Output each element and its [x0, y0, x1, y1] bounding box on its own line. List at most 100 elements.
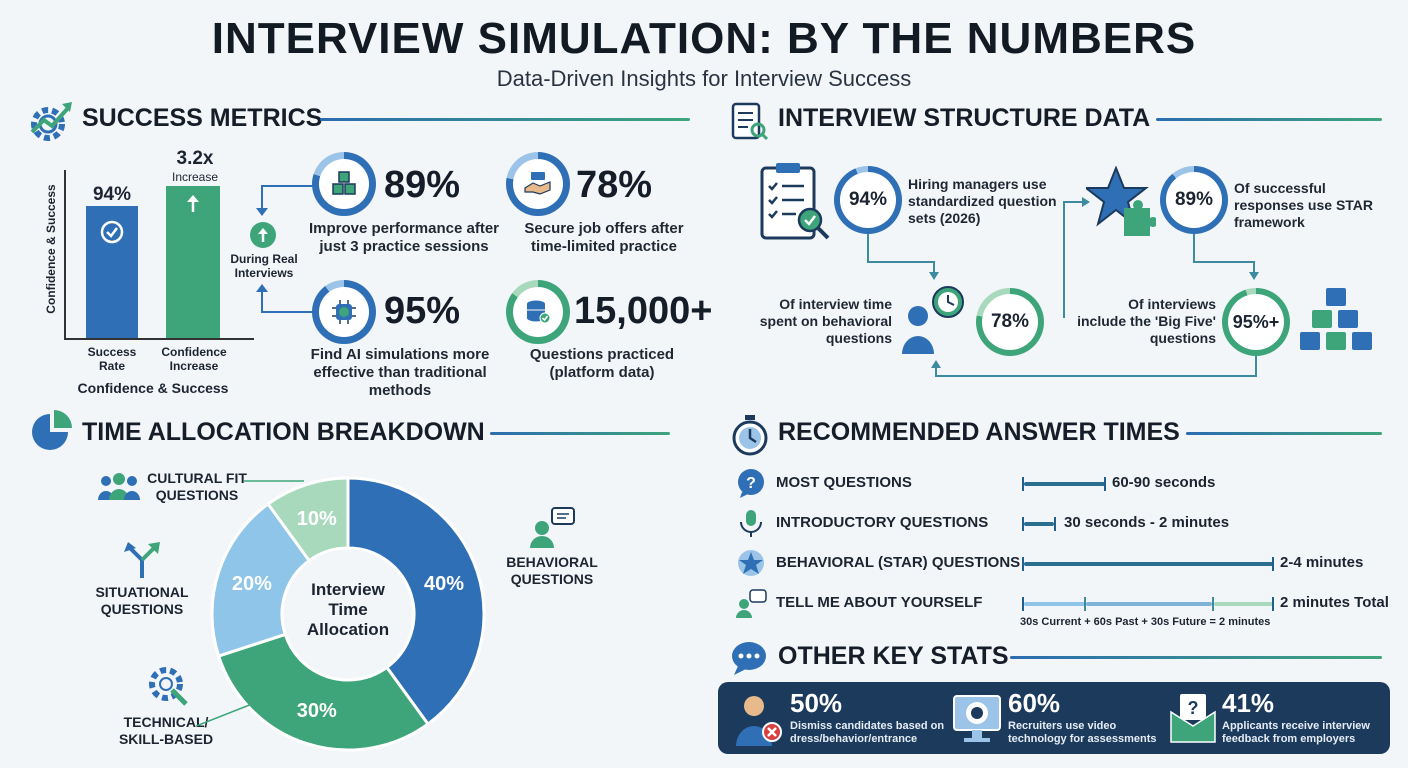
- up-circle-icon: [250, 222, 276, 248]
- answer-value: 2-4 minutes: [1280, 554, 1364, 571]
- donut-slice-cultural-fit: [265, 476, 350, 563]
- gear-growth-icon: [26, 98, 74, 144]
- answer-label: BEHAVIORAL (STAR) QUESTIONS: [776, 554, 1021, 571]
- stat-95-text: Find AI simulations more effective than …: [310, 346, 490, 399]
- structure-78-text: Of interview time spent on behavioral qu…: [759, 296, 892, 346]
- bar-start-tick: [1022, 597, 1024, 611]
- key-stat-value: 41%: [1222, 688, 1275, 718]
- pie-chart-icon: [30, 410, 76, 454]
- answer-row-most: ? MOST QUESTIONS 60-90 seconds: [734, 466, 1394, 498]
- bar-segment-tick: [1084, 597, 1086, 611]
- legend-situational: SITUATIONAL QUESTIONS: [95, 584, 189, 617]
- answer-label: TELL ME ABOUT YOURSELF: [776, 594, 983, 611]
- success-metrics-title: SUCCESS METRICS: [82, 104, 323, 132]
- bar-end-tick: [1272, 557, 1274, 571]
- structure-ring-78: 78%: [976, 288, 1044, 356]
- wrench-gear-icon: [144, 664, 190, 708]
- answer-label: INTRODUCTORY QUESTIONS: [776, 514, 989, 531]
- stat-78-text: Secure job offers after time-limited pra…: [524, 220, 684, 255]
- donut-center-label: Interview Time Allocation: [306, 580, 390, 639]
- bar-end-tick: [1272, 597, 1274, 611]
- page-title: INTERVIEW SIMULATION: BY THE NUMBERS: [211, 14, 1197, 63]
- bar-confidence-label: Confidence Increase: [161, 345, 227, 373]
- key-stat-video: 60% Recruiters use video technology for …: [950, 682, 1170, 754]
- bar-start-tick: [1022, 477, 1024, 491]
- key-stat-value: 60%: [1008, 688, 1061, 718]
- structure-connectors: [867, 197, 1259, 377]
- key-stat-feedback: ? 41% Applicants receive interview feedb…: [1168, 682, 1388, 754]
- svg-text:?: ?: [1188, 698, 1199, 718]
- key-stat-value: 50%: [790, 688, 843, 718]
- mini-chart-y-label: Confidence & Success: [44, 184, 58, 314]
- answer-row-behavioral: BEHAVIORAL (STAR) QUESTIONS 2-4 minutes: [734, 546, 1394, 578]
- stat-15000-value: 15,000+: [574, 290, 713, 332]
- section-divider: [490, 432, 670, 435]
- chat-bubble-icon: [730, 640, 768, 676]
- mini-chart-x-axis: [64, 338, 254, 340]
- structure-ring-89: 89%: [1160, 166, 1228, 234]
- stat-89-value: 89%: [384, 164, 461, 206]
- structure-94-value: 94%: [840, 172, 896, 228]
- stat-78-value: 78%: [576, 164, 653, 206]
- checklist-icon: [728, 100, 770, 142]
- structure-89-text: Of successful responses use STAR framewo…: [1234, 180, 1374, 230]
- structure-94-text: Hiring managers use standardized questio…: [908, 176, 1057, 226]
- blocks-icon: [1298, 286, 1374, 354]
- structure-95-value: 95%+: [1228, 294, 1284, 350]
- clipboard-icon: [756, 160, 832, 244]
- brain-chip-icon: [319, 287, 369, 337]
- legend-cultural-fit: CULTURAL FIT QUESTIONS: [147, 470, 247, 503]
- cubes-icon: [319, 159, 369, 209]
- mini-chart-y-axis: [64, 170, 66, 340]
- connector-arrows: [256, 185, 316, 313]
- webcam-icon: [950, 690, 1004, 746]
- stat-ring-15000: [506, 280, 570, 344]
- bar-segment-tick: [1212, 597, 1214, 611]
- answer-bar-current: [1024, 602, 1086, 606]
- stat-ring-89: [312, 152, 376, 216]
- structure-89-value: 89%: [1166, 172, 1222, 228]
- leader-line: [196, 703, 253, 727]
- section-divider: [1156, 118, 1382, 121]
- structure-ring-94: 94%: [834, 166, 902, 234]
- structure-78-value: 78%: [982, 294, 1038, 350]
- structure-title: INTERVIEW STRUCTURE DATA: [778, 104, 1151, 132]
- star-puzzle-icon: [1083, 165, 1158, 238]
- answer-bar: [1024, 482, 1106, 486]
- bar-confidence-value: 3.2x: [176, 148, 214, 169]
- time-allocation-donut: 40%30%20%10%: [210, 476, 486, 752]
- other-stats-panel: 50% Dismiss candidates based on dress/be…: [718, 682, 1390, 754]
- donut-label-cultural-fit: 10%: [297, 508, 337, 530]
- bar-start-tick: [1022, 517, 1024, 531]
- legend-behavioral: BEHAVIORAL QUESTIONS: [506, 554, 598, 587]
- question-bubble-icon: ?: [734, 468, 768, 498]
- bar-confidence: [166, 186, 220, 338]
- answer-bar: [1024, 522, 1054, 526]
- reject-person-icon: [732, 690, 784, 746]
- answer-row-tell-me: TELL ME ABOUT YOURSELF 2 minutes Total: [734, 586, 1394, 618]
- person-clock-icon: [898, 284, 970, 356]
- during-real-interviews: During Real Interviews: [230, 252, 298, 280]
- key-stat-text: Recruiters use video technology for asse…: [1008, 720, 1157, 745]
- stat-95-value: 95%: [384, 290, 461, 332]
- database-icon: [513, 287, 563, 337]
- mail-question-icon: ?: [1168, 692, 1218, 744]
- time-allocation-title: TIME ALLOCATION BREAKDOWN: [82, 418, 485, 446]
- microphone-icon: [734, 508, 768, 538]
- answer-label: MOST QUESTIONS: [776, 474, 912, 491]
- person-chat-icon: [528, 506, 576, 548]
- answer-times-title: RECOMMENDED ANSWER TIMES: [778, 418, 1180, 446]
- answer-row-intro: INTRODUCTORY QUESTIONS 30 seconds - 2 mi…: [734, 506, 1394, 538]
- mini-chart-x-label: Confidence & Success: [77, 380, 229, 396]
- answer-bar: [1024, 562, 1274, 566]
- bar-end-tick: [1054, 517, 1056, 531]
- section-divider: [320, 118, 690, 121]
- section-divider: [1010, 656, 1382, 659]
- donut-slice-situational: [210, 501, 312, 658]
- bar-start-tick: [1022, 557, 1024, 571]
- stat-15000-text: Questions practiced (platform data): [529, 346, 675, 381]
- donut-label-technical: 30%: [297, 700, 337, 722]
- stopwatch-icon: [730, 414, 770, 456]
- page-subtitle: Data-Driven Insights for Interview Succe…: [496, 66, 912, 91]
- key-stat-text: Applicants receive interview feedback fr…: [1222, 720, 1370, 745]
